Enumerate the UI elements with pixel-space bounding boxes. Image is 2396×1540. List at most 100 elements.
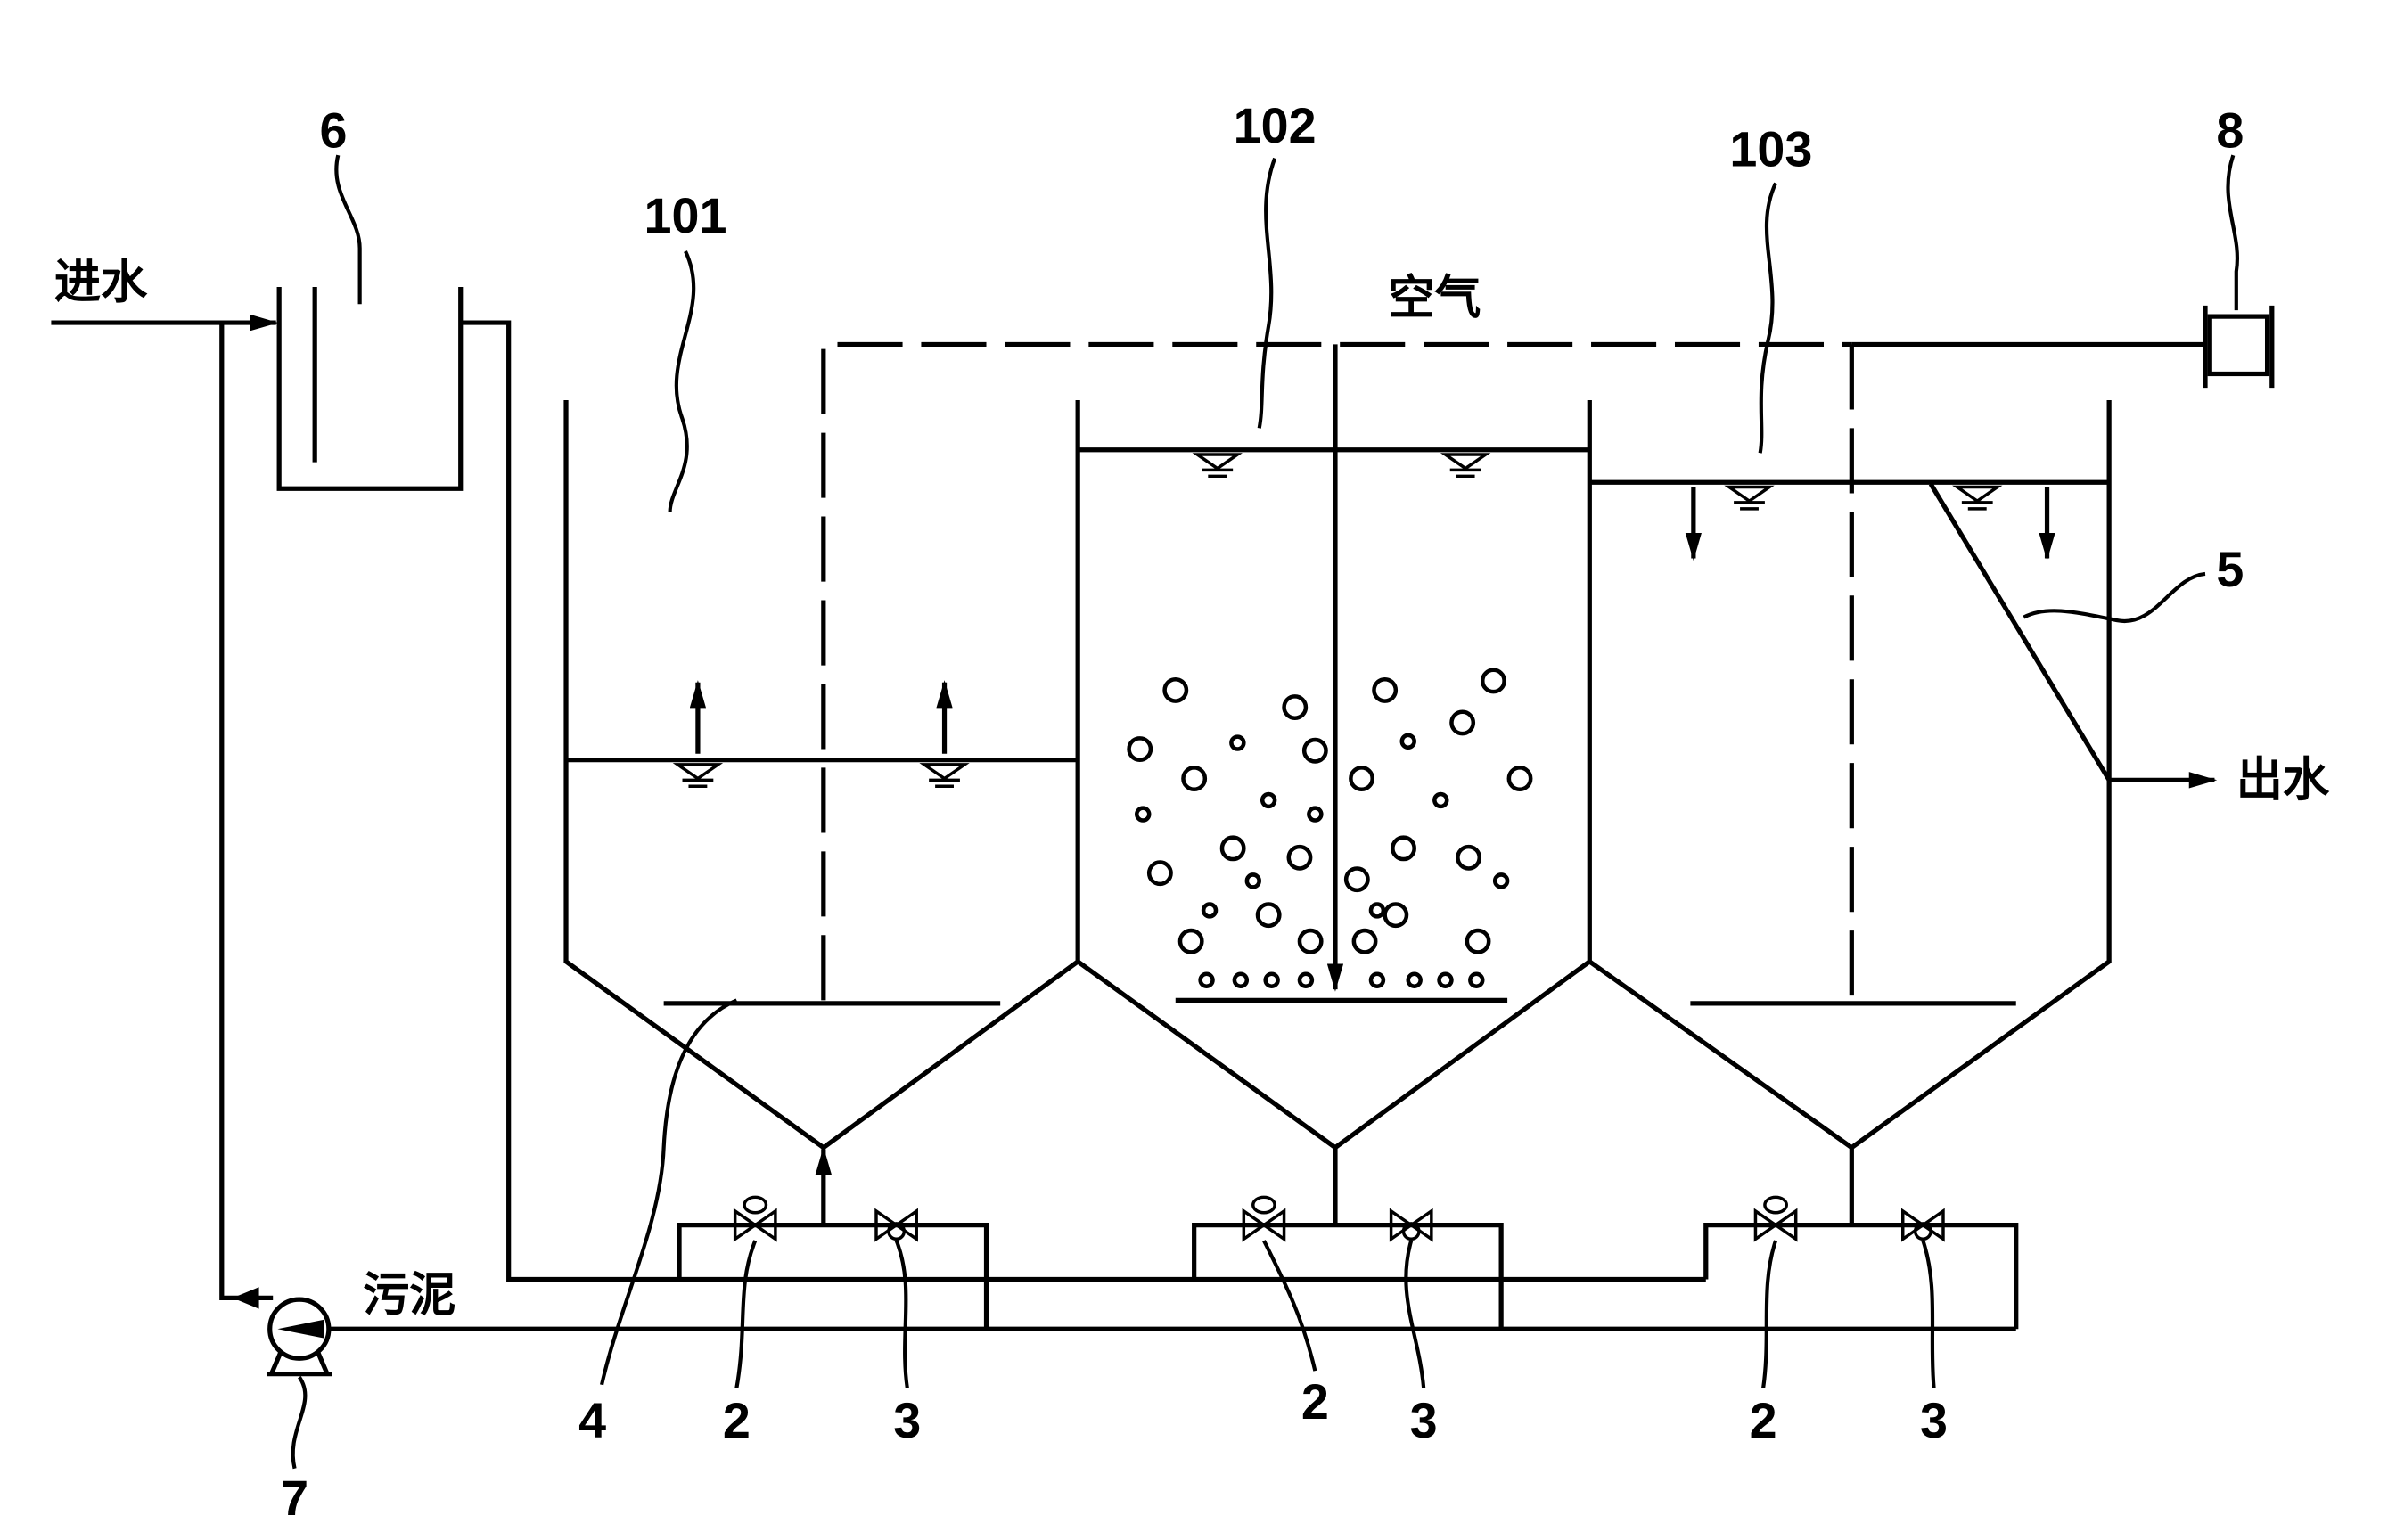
valve-leader (1761, 1240, 1778, 1388)
tank-103 (1588, 400, 2218, 1225)
air-bubble (1229, 734, 1246, 751)
water-level-symbol (1440, 453, 1491, 479)
air-bubble (1286, 844, 1313, 871)
air-bubble (1201, 902, 1219, 919)
blower-8 (2203, 305, 2275, 389)
valve-3-icon (1389, 1208, 1433, 1242)
air-bubble (1391, 835, 1416, 862)
sludge-pump-7 (267, 1297, 332, 1377)
air-bubbles (1127, 668, 1533, 988)
water-level-symbol (1724, 485, 1775, 511)
valve-3-number: 3 (1410, 1393, 1438, 1448)
valve-2-number: 2 (1301, 1374, 1329, 1429)
water-level-mark (1724, 485, 1775, 511)
feed-pipe (460, 320, 1706, 1282)
air-bubble (1368, 902, 1386, 919)
valve-body (1242, 1208, 1286, 1242)
plate-5 (1928, 482, 2112, 782)
valve-leader (1921, 1240, 1936, 1388)
air-bubble (1406, 971, 1423, 988)
air-bubble (1263, 971, 1280, 988)
tank-6 (276, 287, 464, 491)
air-bubble (1282, 694, 1309, 720)
valve-leader (1262, 1240, 1317, 1372)
tank-103-walls (1588, 400, 2112, 1151)
blower-8-leader (2226, 154, 2239, 311)
tank-102-walls (1076, 400, 1592, 1151)
air-bubble (1297, 971, 1315, 988)
valve-bonnet (1251, 1195, 1276, 1215)
valve-leader (1404, 1240, 1426, 1388)
air-bubble (1219, 835, 1246, 862)
tank-102-leader (1257, 157, 1277, 429)
pump-7-leader (291, 1375, 308, 1470)
air-bubble (1301, 737, 1328, 764)
valve-3-number: 3 (1920, 1393, 1948, 1448)
water-level-symbol (919, 763, 970, 789)
air-bubble (1480, 668, 1506, 694)
air-bubble (1432, 791, 1449, 809)
valve-ball (887, 1222, 907, 1241)
sludge-label: 污泥 (363, 1268, 455, 1322)
valve-2-number: 2 (723, 1393, 751, 1448)
plate-5-leader (2023, 571, 2206, 624)
valve-2-icon (1753, 1195, 1798, 1242)
air-bubble (1127, 736, 1153, 762)
valve-manifold-101 (677, 1223, 989, 1330)
air-bubble (1198, 971, 1215, 988)
air-pipe-dashed (821, 341, 1852, 1001)
air-bubble (1146, 860, 1173, 887)
valve-manifold-102 (1192, 1223, 1504, 1330)
air-bubble (1506, 766, 1533, 792)
valve-ball (1913, 1222, 1932, 1241)
air-bubble (1351, 928, 1378, 954)
air-bubble (1260, 791, 1277, 809)
valve-bonnet (743, 1195, 768, 1215)
water-level-symbol (672, 763, 724, 789)
air-bubble (1449, 709, 1476, 736)
tank-101-leader (668, 250, 696, 512)
air-bubble (1437, 971, 1454, 988)
valve-manifold-103 (1703, 1223, 2019, 1330)
tank-103-leader (1758, 182, 1777, 454)
air-bubble (1181, 766, 1208, 792)
water-level-mark (919, 763, 970, 789)
tank-6-number: 6 (320, 102, 348, 158)
air-bubble (1372, 676, 1399, 703)
tank-6-body (276, 287, 464, 491)
tank-101-number: 101 (644, 188, 727, 243)
plate-4-number: 4 (578, 1393, 606, 1448)
air-bubble (1255, 902, 1282, 929)
tank-102 (1076, 400, 1592, 1225)
inlet-label: 进水 (54, 256, 148, 309)
pump-triangle (277, 1319, 324, 1339)
plate-4-leader (600, 998, 738, 1386)
valve-2-number: 2 (1750, 1393, 1777, 1448)
pump-base (267, 1351, 332, 1377)
valve-2-icon (1242, 1195, 1286, 1242)
valve-leader (894, 1240, 909, 1388)
plate-5-number: 5 (2216, 542, 2244, 597)
air-bubble (1383, 902, 1409, 929)
air-bubble (1297, 928, 1324, 954)
air-bubble (1492, 872, 1510, 889)
tank-103-number: 103 (1729, 121, 1812, 176)
water-level-symbol (1192, 453, 1243, 479)
tank-101 (563, 400, 1080, 1225)
tank-102-number: 102 (1234, 98, 1317, 153)
air-bubble (1456, 844, 1482, 871)
water-level-symbol (1952, 485, 2003, 511)
valve-2-icon (733, 1195, 777, 1242)
valve-body (1753, 1208, 1798, 1242)
blower-body (2207, 314, 2270, 377)
air-bubble (1244, 872, 1261, 889)
valve-ball (1401, 1222, 1421, 1241)
air-bubble (1135, 806, 1152, 823)
valve-bonnet (1763, 1195, 1788, 1215)
air-bubble (1177, 928, 1204, 954)
sludge-return-arrowhead (232, 1287, 259, 1309)
sludge-return-pipe (219, 323, 274, 1301)
pump-7-number: 7 (281, 1470, 308, 1526)
outlet-label: 出水 (2236, 754, 2330, 807)
